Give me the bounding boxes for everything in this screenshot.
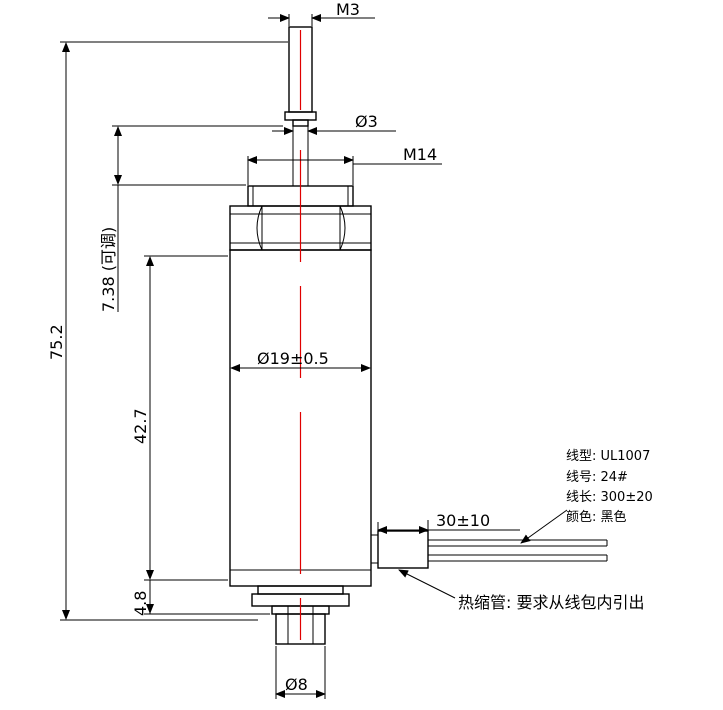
- wire-type: 线型: UL1007: [566, 449, 650, 464]
- wire-spec-note: 线型: UL1007 线号: 24# 线长: 300±20 颜色: 黑色: [566, 449, 653, 525]
- dim-adjustable: 7.38 (可调): [99, 227, 118, 312]
- dim-bottom-diameter: Ø8: [285, 675, 308, 694]
- dim-mount-thread: M14: [403, 145, 437, 164]
- dim-overall-length: 75.2: [47, 324, 66, 360]
- heat-shrink-callout: 热缩管: 要求从线包内引出: [458, 593, 644, 612]
- wire-gauge: 线号: 24#: [566, 470, 628, 485]
- dim-body-diameter: Ø19±0.5: [257, 349, 329, 368]
- wire-color: 颜色: 黑色: [566, 509, 627, 525]
- part-outline: [229, 26, 608, 645]
- wire-length: 线长: 300±20: [566, 490, 653, 505]
- dimension-lines: [60, 14, 568, 699]
- dim-lead-length: 30±10: [436, 511, 490, 530]
- dim-shaft-thread: M3: [336, 0, 360, 19]
- dim-body-length: 42.7: [131, 408, 150, 444]
- dim-shaft-diameter: Ø3: [355, 112, 378, 131]
- dim-bottom-length: 4.8: [131, 591, 150, 616]
- dimension-labels: M3 Ø3 M14 7.38 (可调) Ø19±0.5 75.2 42.7 4.…: [47, 0, 490, 694]
